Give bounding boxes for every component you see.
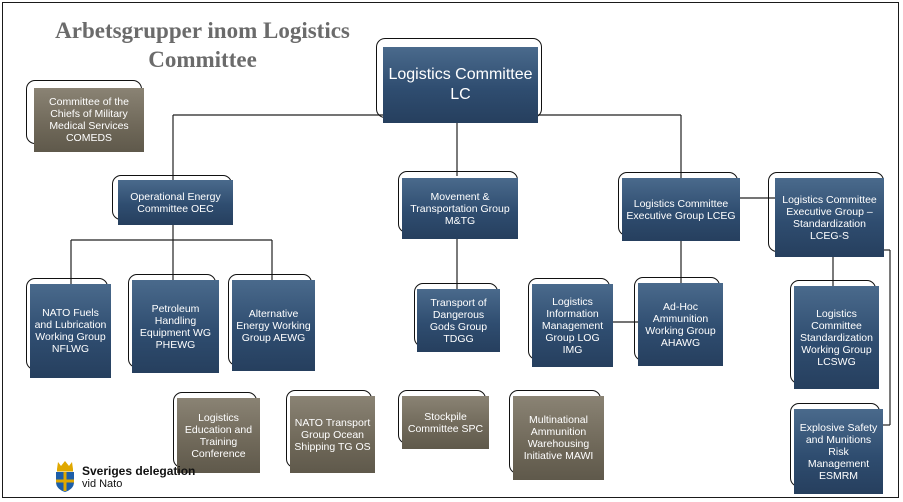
node-label-log-img: Logistics Information Management Group L…: [532, 284, 613, 367]
logo-text-line1: Sveriges delegation: [82, 464, 196, 478]
node-mawi: Multinational Ammunition Warehousing Ini…: [509, 390, 605, 480]
node-oec: Operational Energy Committee OEC: [112, 175, 234, 225]
logo-text-line2: vid Nato: [82, 478, 123, 490]
sveriges-delegation-logo: Sveriges delegation vid Nato: [52, 458, 202, 494]
node-label-esmrm: Explosive Safety and Munitions Risk Mana…: [794, 409, 883, 494]
node-tg-os: NATO Transport Group Ocean Shipping TG O…: [286, 390, 376, 474]
node-label-tg-os: NATO Transport Group Ocean Shipping TG O…: [290, 396, 375, 473]
node-lceg: Logistics Committee Executive Group LCEG: [618, 172, 742, 242]
node-label-ahawg: Ad-Hoc Ammunition Working Group AHAWG: [638, 283, 723, 366]
node-lceg-s: Logistics Committee Executive Group – St…: [768, 172, 886, 258]
node-lcswg: Logistics Committee Standardization Work…: [790, 280, 880, 390]
node-label-tdgg: Transport of Dangerous Gods Group TDGG: [417, 289, 500, 352]
node-label-letc: Logistics Education and Training Confere…: [177, 398, 260, 473]
node-label-aewg: Alternative Energy Working Group AEWG: [232, 280, 315, 371]
node-label-oec: Operational Energy Committee OEC: [118, 180, 233, 225]
node-label-comeds: Committee of the Chiefs of Military Medi…: [34, 88, 144, 152]
swedish-crown-shield-icon: [56, 461, 74, 492]
node-nflwg: NATO Fuels and Lubrication Working Group…: [26, 278, 112, 378]
node-mtg: Movement & Transportation Group M&TG: [398, 171, 520, 240]
node-log-img: Logistics Information Management Group L…: [528, 278, 614, 368]
node-label-mawi: Multinational Ammunition Warehousing Ini…: [513, 396, 604, 480]
node-esmrm: Explosive Safety and Munitions Risk Mana…: [790, 403, 884, 495]
slide-title: Arbetsgrupper inom Logistics Committee: [55, 18, 350, 72]
node-logistics-committee: Logistics Committee LC: [376, 38, 542, 124]
node-ahawg: Ad-Hoc Ammunition Working Group AHAWG: [634, 277, 724, 367]
node-phewg: Petroleum Handling Equipment WG PHEWG: [128, 274, 220, 374]
node-label-lceg: Logistics Committee Executive Group LCEG: [622, 178, 740, 241]
node-label-lcswg: Logistics Committee Standardization Work…: [794, 286, 879, 389]
node-tdgg: Transport of Dangerous Gods Group TDGG: [414, 283, 501, 353]
node-label-lceg-s: Logistics Committee Executive Group – St…: [775, 178, 884, 257]
node-spc: Stockpile Committee SPC: [398, 390, 490, 450]
node-letc: Logistics Education and Training Confere…: [173, 392, 261, 474]
node-label-lc: Logistics Committee LC: [383, 47, 538, 123]
node-comeds: Committee of the Chiefs of Military Medi…: [26, 80, 144, 152]
node-label-phewg: Petroleum Handling Equipment WG PHEWG: [132, 280, 219, 373]
node-label-mtg: Movement & Transportation Group M&TG: [402, 178, 518, 239]
node-label-spc: Stockpile Committee SPC: [402, 396, 489, 449]
node-aewg: Alternative Energy Working Group AEWG: [228, 274, 316, 372]
node-label-nflwg: NATO Fuels and Lubrication Working Group…: [30, 284, 111, 378]
